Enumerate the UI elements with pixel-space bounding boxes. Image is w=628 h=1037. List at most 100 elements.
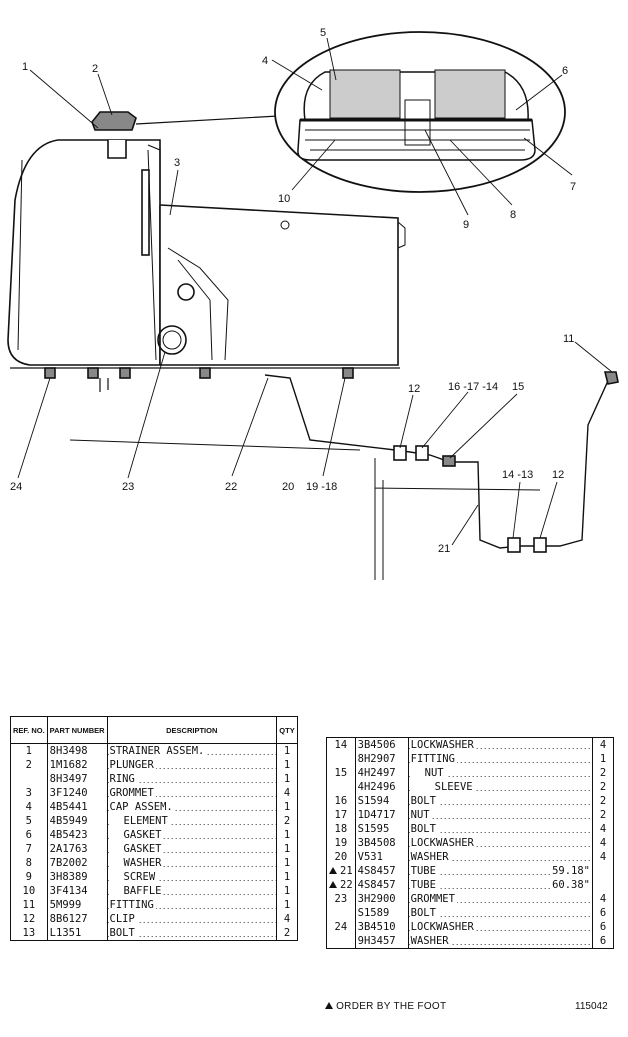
tube-length: 60.38"	[550, 878, 590, 892]
ref-no: 6	[10, 828, 48, 842]
quantity: 2	[599, 781, 607, 793]
description-text: BOLT	[410, 907, 438, 919]
part-number: 4S8457	[355, 878, 409, 892]
quantity: 1	[283, 871, 291, 883]
description: GROMMET	[408, 892, 594, 906]
description: ELEMENT	[107, 814, 278, 828]
description-text: FITTING	[410, 753, 457, 765]
quantity: 1	[283, 857, 291, 869]
description-text: WASHER	[410, 851, 451, 863]
header-description: DESCRIPTION	[107, 716, 278, 744]
part-number: 4H2496	[355, 780, 409, 794]
description: CLIP	[107, 912, 278, 926]
part-number: 3B4508	[355, 836, 409, 850]
quantity: 2	[283, 927, 291, 939]
description: LOCKWASHER	[408, 836, 594, 850]
tube-length: 59.18"	[550, 864, 590, 878]
description: BOLT	[408, 906, 594, 920]
part-number: 5M999	[47, 898, 108, 912]
description-text: NUT	[410, 809, 432, 821]
quantity: 1	[283, 829, 291, 841]
quantity	[593, 864, 614, 878]
footnote-text: ORDER BY THE FOOT	[336, 1001, 447, 1012]
triangle-icon	[325, 1002, 333, 1009]
figure-number: 115042	[575, 1001, 608, 1012]
part-number: 3B4506	[355, 737, 409, 752]
description: FITTING	[107, 898, 278, 912]
header-qty: QTY	[276, 716, 298, 744]
description: RING	[107, 772, 278, 786]
ref-no	[326, 780, 356, 794]
callout-8: 8	[510, 209, 516, 221]
description-text: TUBE	[410, 865, 438, 877]
ref-no: 23	[326, 892, 356, 906]
callout-16-17-14: 16 -17 -14	[448, 381, 498, 393]
header-part-number: PART NUMBER	[47, 716, 108, 744]
ref-no: 5	[10, 814, 48, 828]
quantity: 1	[599, 753, 607, 765]
part-number: 4H2497	[355, 766, 409, 780]
description-text: GROMMET	[109, 787, 156, 799]
callout-19-18: 19 -18	[306, 481, 337, 493]
description-text: BOLT	[109, 927, 137, 939]
callout-11: 11	[563, 333, 574, 345]
description-text: GASKET	[109, 829, 164, 841]
description: TUBE 59.18"	[408, 864, 594, 878]
part-number: 4B5423	[47, 828, 108, 842]
callout-22: 22	[225, 481, 237, 493]
quantity: 1	[283, 773, 291, 785]
part-number: L1351	[47, 926, 108, 941]
part-number: 3H8389	[47, 870, 108, 884]
description-text: STRAINER ASSEM.	[109, 745, 207, 757]
description-text: SLEEVE	[410, 781, 475, 793]
ref-no: 2	[10, 758, 48, 772]
part-number: V531	[355, 850, 409, 864]
description-text: LOCKWASHER	[410, 837, 476, 849]
callout-1: 1	[22, 61, 28, 73]
callout-12a: 12	[408, 383, 420, 395]
callout-4: 4	[262, 55, 268, 67]
part-number: 8H3498	[47, 743, 108, 758]
order-by-foot-note: ORDER BY THE FOOT	[325, 1001, 446, 1012]
quantity: 2	[599, 795, 607, 807]
description-text: SCREW	[109, 871, 158, 883]
ref-no: 9	[10, 870, 48, 884]
part-number: 3B4510	[355, 920, 409, 934]
ref-no: 13	[10, 926, 48, 941]
description: NUT	[408, 766, 594, 780]
part-number: 3H2900	[355, 892, 409, 906]
part-number: 8H3497	[47, 772, 108, 786]
part-number: 4S8457	[355, 864, 409, 878]
callout-9: 9	[463, 219, 469, 231]
ref-no: 15	[326, 766, 356, 780]
quantity: 4	[599, 823, 607, 835]
callout-20: 20	[282, 481, 294, 493]
description: NUT	[408, 808, 594, 822]
description-text: BOLT	[410, 795, 438, 807]
ref-no	[326, 934, 356, 949]
description-text: PLUNGER	[109, 759, 156, 771]
description: WASHER	[408, 850, 594, 864]
quantity: 6	[599, 935, 607, 947]
ref-no: 12	[10, 912, 48, 926]
quantity: 2	[599, 767, 607, 779]
quantity: 6	[599, 907, 607, 919]
part-number: S1595	[355, 822, 409, 836]
callout-2: 2	[92, 63, 98, 75]
description: LOCKWASHER	[408, 737, 594, 752]
ref-no: 14	[326, 737, 356, 752]
